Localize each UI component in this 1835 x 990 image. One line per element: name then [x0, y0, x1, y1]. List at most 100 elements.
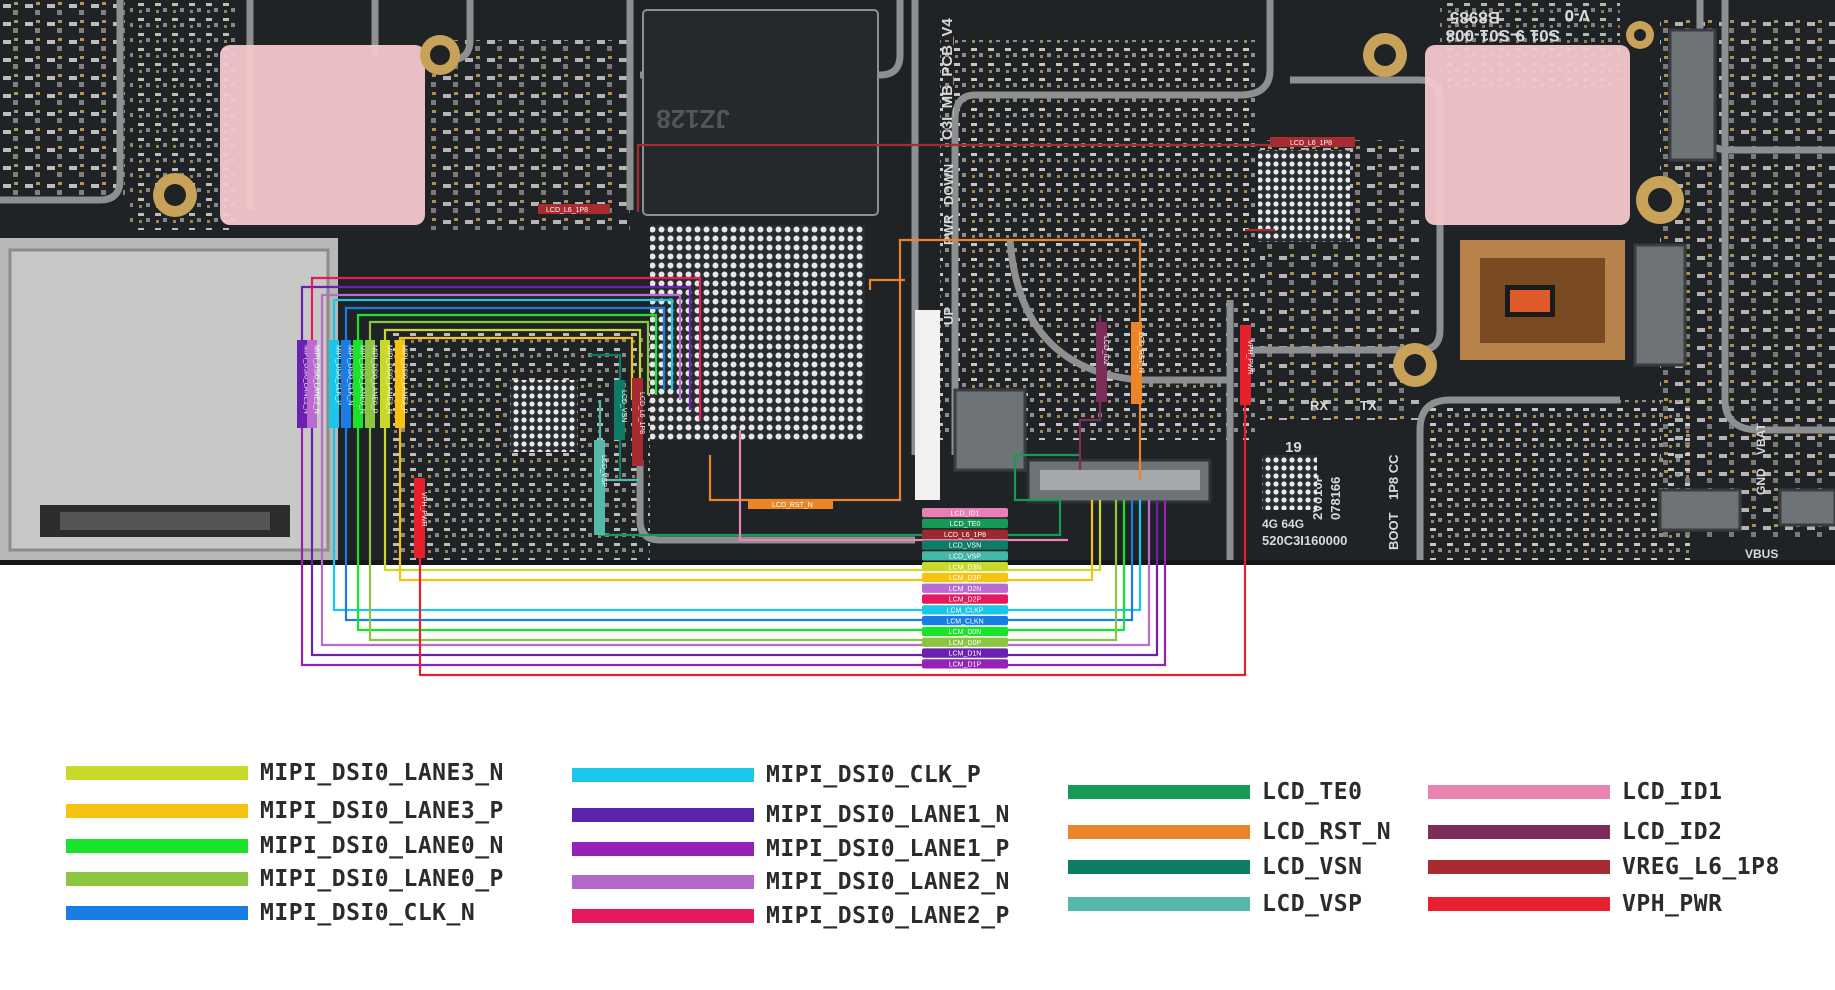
soc-tag-label: MIPI_DSI0_CLK_N: [347, 345, 354, 405]
connector-label-box: [922, 659, 1008, 669]
pink-pads: [220, 45, 1630, 225]
soc-tag-label: MIPI_DSI0_LANE2_N: [313, 345, 320, 414]
silk-boot: BOOT: [1386, 512, 1401, 550]
soc-tag-box: [365, 340, 375, 428]
connector-label: LCD_VSN: [949, 543, 981, 550]
connector-label-box: [922, 551, 1008, 561]
connector-label: LCM_D1P: [949, 662, 982, 669]
connector-label-box: [922, 605, 1008, 615]
connector-label: LCM_D0P: [949, 640, 982, 647]
connector-label-box: [922, 648, 1008, 658]
soc-tag-label: MIPI_DSI0_LANE0_N: [359, 345, 366, 414]
route-rst: [708, 238, 1142, 502]
tag-lcd-l6-1p8-left: LCD_L6_1P8: [546, 207, 588, 214]
soc-tag-box: [395, 340, 405, 428]
connector-label: LCM_D1N: [949, 651, 982, 658]
connector-label-box: [922, 626, 1008, 637]
silk-vbus: VBUS: [1745, 547, 1778, 561]
silk-down: DOWN: [941, 164, 956, 205]
pmic-bga-right: [1258, 150, 1350, 242]
route-d0p-b: [368, 420, 1118, 642]
tag-lcd-vsp: LCD_VSP: [600, 455, 607, 487]
tag-vph-pwr-left: VPH_PWR: [420, 492, 427, 527]
soc-tag-box: [297, 340, 307, 428]
route-d0n-b: [356, 420, 1126, 632]
connector-label-box: [922, 529, 1008, 539]
connector-label-stack: LCD_ID1LCD_TE0LCD_L6_1P8LCD_VSNLCD_VSPLC…: [922, 508, 1008, 669]
route-te0-b: [1013, 453, 1080, 502]
connector-label-box: [922, 594, 1008, 604]
route-lane2-n: [320, 420, 1151, 647]
connector-label-box: [922, 572, 1008, 583]
connector-label-box: [922, 637, 1008, 647]
soc-tag-box: [380, 340, 390, 428]
route-id1: [738, 430, 1068, 542]
route-rst-b: [868, 278, 905, 290]
silk-rev: V-0: [1564, 6, 1590, 25]
silk-code-a: B8985: [1450, 8, 1500, 27]
route-d3n-b: [383, 420, 1102, 572]
silk-vbat: VBAT: [1754, 423, 1768, 455]
connector-label-box: [922, 518, 1008, 529]
tag-lcd-l6-1p8-v: LCD_L6_1P8: [638, 392, 645, 434]
connector-label: LCM_D3N: [949, 564, 982, 571]
silk-1p8cc: 1P8 CC: [1386, 454, 1401, 500]
tag-lcd-rst-n: LCD_RST_N: [772, 502, 813, 509]
connector-label-box: [922, 616, 1008, 626]
connector-label: LCD_TE0: [950, 521, 981, 528]
lcd-fpc-connector: [1026, 458, 1212, 504]
route-lane1-p: [300, 420, 1167, 667]
silk-19: 19: [1285, 439, 1302, 456]
connector-label-box: [922, 583, 1008, 593]
connector-label: LCM_D3P: [949, 575, 982, 582]
tag-lcd-l6-1p8-right: LCD_L6_1P8: [1290, 140, 1332, 147]
silk-code-b: S01 9-S01-008: [1446, 26, 1560, 45]
silk-rx: RX: [1310, 398, 1328, 413]
ground-traces: [0, 0, 1835, 560]
chip-mark: JZ128: [656, 104, 730, 134]
board-connectors: [953, 28, 1835, 532]
memory-chip: JZ128: [642, 9, 879, 216]
pmic-bga-left: [510, 380, 578, 452]
tag-lcd-rst-n-v: LCD_RST_N: [1137, 332, 1144, 373]
connector-label: LCM_CLKN: [946, 618, 983, 625]
route-clkp-b: [332, 420, 1142, 612]
silk-up: UP: [941, 307, 956, 325]
connector-label: LCM_CLKP: [947, 608, 984, 615]
connector-label: LCD_VSP: [949, 554, 981, 561]
silk-gnd: GND: [1754, 468, 1768, 495]
tag-vph-pwr-right: VPH_PWR: [1246, 340, 1253, 375]
silk-serial-b: 078166: [1328, 477, 1343, 520]
connector-label: LCD_ID1: [951, 510, 980, 517]
mounting-holes: [153, 21, 1684, 387]
silk-pwr: PWR: [941, 214, 956, 245]
route-vreg: [636, 143, 1355, 212]
qr-code: [1262, 455, 1317, 510]
soc-tag-label: MIPI_DSI0_LANE0_P: [371, 345, 378, 414]
soc-tag-label: MIPI_DSI0_CLK_P: [335, 345, 342, 405]
route-lane2-n-top: [320, 293, 682, 420]
sim-tray: [0, 238, 338, 560]
copper-pad: [1460, 240, 1625, 360]
connector-label: LCM_D2N: [949, 586, 982, 593]
soc-tag-box: [353, 340, 363, 428]
tag-lcd-vsn: LCD_VSN: [620, 390, 627, 422]
silk-serial-c: 520C3I160000: [1262, 533, 1347, 548]
route-clkn-b: [344, 420, 1134, 622]
silk-mem: 4G 64G: [1262, 517, 1304, 531]
connector-label: LCM_D0N: [949, 629, 982, 636]
center-gap: [915, 310, 940, 500]
tag-lcd-id2: LCD_ID2: [1102, 336, 1109, 365]
soc-tag-label: MIPI_DSI0_LANE1_N: [303, 345, 310, 414]
route-lane1-n-b: [310, 420, 1159, 657]
connector-label-box: [922, 508, 1008, 518]
soc-tag-label: MIPI_DSI0_LANE3_P: [401, 345, 408, 414]
soc-tag-box: [341, 340, 351, 428]
soc-tag-label: MIPI_DSI0_LANE3_N: [386, 345, 393, 414]
route-d3p-b: [398, 420, 1094, 582]
pcb-tags: LCD_L6_1P8 LCD_L6_1P8 LCD_RST_N LCD_ID2 …: [414, 137, 1355, 558]
connector-label: LCM_D2P: [949, 597, 982, 604]
silk-tx: TX: [1360, 398, 1377, 413]
